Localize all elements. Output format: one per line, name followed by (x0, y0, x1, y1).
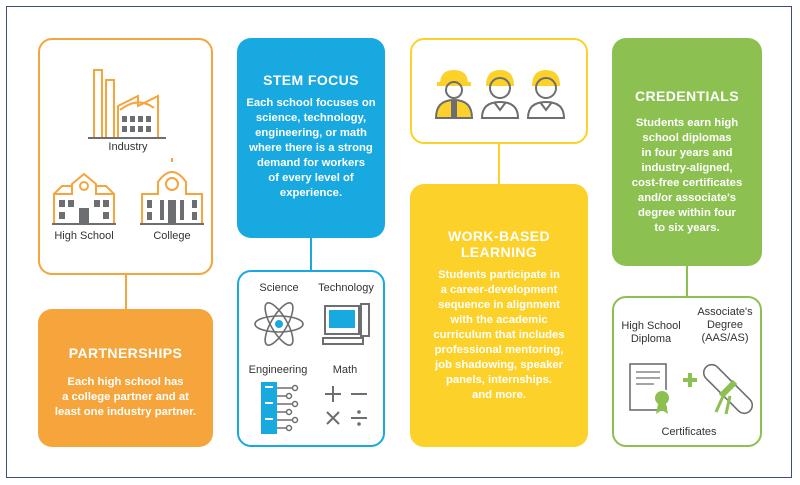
degree-scroll-icon (702, 363, 754, 415)
factory-icon (88, 69, 166, 139)
credentials-title: CREDENTIALS (635, 88, 739, 104)
stem-title: STEM FOCUS (263, 72, 359, 88)
partnerships-body-1: Each high school has (67, 376, 184, 388)
stem-body-7: experience. (279, 187, 343, 199)
outer-frame (6, 6, 792, 478)
partnerships-card: PARTNERSHIPS Each high school has a coll… (38, 309, 213, 447)
high-school-icon (52, 172, 116, 225)
stem-body-2: science, technology, (255, 112, 367, 124)
work-based-learning-card: WORK-BASED LEARNING Students participate… (410, 184, 588, 447)
credentials-body-3: in four years and (641, 147, 733, 159)
engineering-label: Engineering (248, 364, 308, 376)
stem-subjects-panel: Science Technology Engineering Math (237, 270, 385, 447)
work-body-8: panels, internships. (445, 374, 553, 386)
stem-body-5: demand for workers (257, 157, 365, 169)
credentials-body-8: to six years. (654, 222, 720, 234)
plus-icon (683, 373, 697, 387)
work-body-6: professional mentoring, (434, 344, 564, 356)
diploma-certificate-icon (629, 363, 671, 414)
technology-label: Technology (318, 282, 374, 294)
math-symbols-icon (325, 386, 367, 426)
credentials-body-7: degree within four (638, 207, 736, 219)
math-label: Math (332, 364, 358, 376)
certificates-label: Certificates (661, 426, 717, 438)
circuit-icon (261, 382, 299, 434)
associates-line-2: Degree (706, 319, 744, 331)
stem-body-6: of every level of (268, 172, 354, 184)
partnerships-body-2: a college partner and at (62, 391, 189, 403)
work-body-2: a career-development (440, 284, 558, 296)
partnerships-connector (125, 274, 127, 310)
college-label: College (153, 230, 191, 242)
computer-icon (322, 303, 370, 345)
industry-label: Industry (108, 141, 148, 153)
credentials-body-5: cost-free certificates (631, 177, 743, 189)
work-title-1: WORK-BASED (448, 228, 550, 244)
associates-line-3: (AAS/AS) (701, 332, 749, 344)
college-icon (140, 158, 204, 225)
stem-connector (310, 237, 312, 271)
workers-icon-panel (410, 38, 588, 144)
hs-diploma-line-2: Diploma (630, 333, 672, 345)
stem-body-4: where there is a strong (249, 142, 373, 154)
credentials-connector (686, 265, 688, 297)
work-body-3: sequence in alignment (438, 299, 560, 311)
atom-icon (254, 302, 304, 346)
hs-diploma-line-1: High School (621, 320, 681, 332)
partnerships-title: PARTNERSHIPS (68, 345, 183, 361)
work-body-5: curriculum that includes (433, 329, 565, 341)
work-body-7: job shadowing, speaker (434, 359, 564, 371)
work-body-9: and more. (472, 389, 526, 401)
workers-icon (434, 70, 566, 119)
credentials-body-2: school diplomas (642, 132, 732, 144)
work-title-2: LEARNING (460, 244, 538, 260)
work-body-4: with the academic (450, 314, 548, 326)
stem-body-1: Each school focuses on (246, 97, 376, 109)
partners-icon-panel: Industry High School College (38, 38, 213, 275)
associates-line-1: Associate's (697, 306, 753, 318)
associates-label: Associate's Degree (AAS/AS) (692, 306, 758, 345)
science-label: Science (259, 282, 299, 294)
credentials-body-1: Students earn high (635, 117, 739, 129)
credentials-body-4: industry-aligned, (641, 162, 733, 174)
work-body-1: Students participate in (438, 269, 560, 281)
stem-body-3: engineering, or math (255, 127, 367, 139)
work-connector (498, 143, 500, 185)
credentials-card: CREDENTIALS Students earn high school di… (612, 38, 762, 266)
stem-focus-card: STEM FOCUS Each school focuses on scienc… (237, 38, 385, 238)
hs-diploma-label: High School Diploma (618, 320, 684, 346)
partnerships-body-3: least one industry partner. (54, 406, 197, 418)
credentials-icon-panel: High School Diploma Associate's Degree (… (612, 296, 762, 447)
high-school-label: High School (54, 230, 114, 242)
credentials-body-6: and/or associate's (637, 192, 737, 204)
